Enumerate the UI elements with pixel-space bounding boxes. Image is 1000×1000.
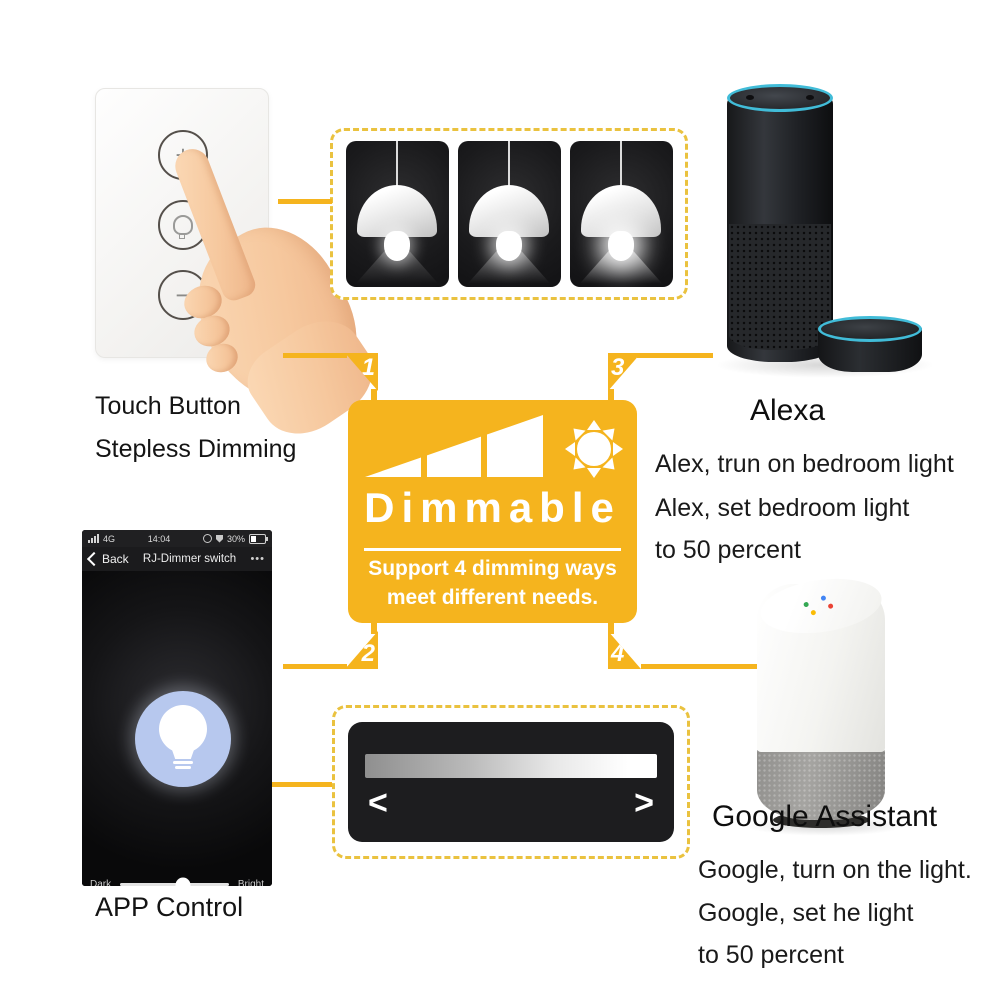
app-bulb-button[interactable] [135, 691, 231, 787]
connector-tag3-h [637, 353, 713, 358]
alexa-heading: Alexa [750, 394, 826, 427]
google-home-body [756, 571, 886, 752]
connector-switch-to-lamps [278, 199, 332, 204]
tag-4-number: 4 [611, 640, 625, 667]
google-home-top-surface [756, 571, 886, 641]
back-button[interactable]: Back [86, 551, 129, 567]
pendant-lamps-panel [330, 128, 688, 300]
dim-panel: < > [348, 722, 674, 842]
tag-1-number: 1 [361, 354, 375, 381]
app-caption: APP Control [95, 892, 244, 922]
connector-tag3-v [608, 389, 614, 402]
google-command-1: Google, turn on the light. [698, 856, 972, 884]
badge-subtitle-line1: Support 4 dimming ways [368, 557, 617, 580]
brightness-slider[interactable] [120, 877, 229, 886]
glowing-bulb [496, 231, 522, 261]
google-home-speaker-fabric [757, 748, 885, 820]
brightness-slider-row: Dark Bright [90, 877, 264, 886]
dimmable-badge: Dimmable Support 4 dimming ways meet dif… [348, 400, 637, 623]
lamp-cord [508, 141, 510, 189]
touch-caption-line1: Touch Button [95, 392, 241, 420]
echo-button [746, 95, 754, 100]
slider-knob[interactable] [175, 877, 191, 886]
tag-4: 4 [608, 631, 641, 669]
echo-top-ring [727, 84, 833, 112]
touch-caption-line2: Stepless Dimming [95, 435, 297, 463]
google-command-3: to 50 percent [698, 941, 844, 969]
tag-3: 3 [608, 353, 641, 391]
connector-tag4-v [608, 621, 614, 634]
amazon-echo-speaker [727, 96, 833, 362]
alexa-command-3: to 50 percent [655, 536, 801, 564]
dim-panel-frame: < > [332, 705, 690, 859]
slider-bright-label: Bright [237, 879, 264, 886]
smartphone-app-screen: 4G 14:04 30% Back RJ-Dimmer switch ••• [82, 530, 272, 886]
badge-subtitle-line2: meet different needs. [386, 586, 599, 609]
connector-tag2-v [371, 621, 377, 634]
lightbulb-base-line [175, 766, 191, 769]
connector-tag4-h [641, 664, 757, 669]
lamp-shade [469, 185, 549, 237]
tag-2-number: 2 [361, 640, 375, 667]
dimming-ramp-and-sun-graphic [365, 415, 623, 478]
brightness-gradient-bar [365, 754, 657, 778]
lightbulb-neck [171, 747, 195, 759]
badge-divider [364, 548, 621, 551]
lamp-dim-low [345, 141, 449, 287]
google-heading: Google Assistant [712, 800, 938, 833]
sun-icon [565, 420, 623, 478]
lamp-shade [581, 185, 661, 237]
lamp-shade [357, 185, 437, 237]
phone-nav-bar: Back RJ-Dimmer switch ••• [82, 547, 272, 571]
status-time: 14:04 [147, 533, 171, 544]
battery-icon [249, 533, 268, 544]
lamp-dim-mid [457, 141, 561, 287]
menu-button[interactable]: ••• [250, 553, 265, 565]
phone-status-bar: 4G 14:04 30% [82, 530, 272, 547]
glowing-bulb [384, 231, 410, 261]
google-command-2: Google, set he light [698, 899, 914, 927]
connector-phone-to-dimpanel [272, 782, 334, 787]
alexa-command-1: Alex, trun on bedroom light [655, 450, 954, 478]
lamp-cord [396, 141, 398, 189]
glowing-bulb [608, 231, 634, 261]
badge-title: Dimmable [364, 484, 621, 531]
dim-right-arrow[interactable]: > [634, 784, 654, 822]
echo-button [806, 95, 814, 100]
bulb-icon [173, 215, 193, 239]
google-dot-blue [820, 595, 827, 601]
app-main-area: Dark Bright [82, 571, 272, 886]
tag-3-number: 3 [611, 354, 625, 381]
lightbulb-base-line [173, 761, 193, 764]
speaker-grille [729, 224, 831, 350]
alexa-command-2: Alex, set bedroom light [655, 494, 910, 522]
google-dot-red [827, 603, 834, 609]
slider-dark-label: Dark [90, 879, 112, 886]
back-label: Back [102, 552, 129, 566]
dim-left-arrow[interactable]: < [368, 784, 388, 822]
echo-dot-top-ring [818, 316, 922, 342]
device-title: RJ-Dimmer switch [142, 553, 237, 565]
connector-tag1-h [283, 353, 347, 358]
clock-icon [202, 534, 212, 543]
lamp-dim-high [569, 141, 673, 287]
ramp-icon [365, 415, 543, 477]
lamp-cord [620, 141, 622, 189]
google-dot-yellow [810, 609, 817, 616]
signal-icon [88, 534, 99, 543]
lightbulb-icon [159, 705, 207, 753]
google-dot-green [803, 601, 809, 608]
connector-tag2-h [283, 664, 347, 669]
shield-icon [215, 534, 223, 543]
tag-2: 2 [345, 631, 378, 669]
chevron-left-icon [86, 551, 102, 567]
network-label: 4G [103, 533, 116, 544]
battery-percent: 30% [226, 533, 245, 544]
connector-tag1-v [371, 389, 377, 402]
